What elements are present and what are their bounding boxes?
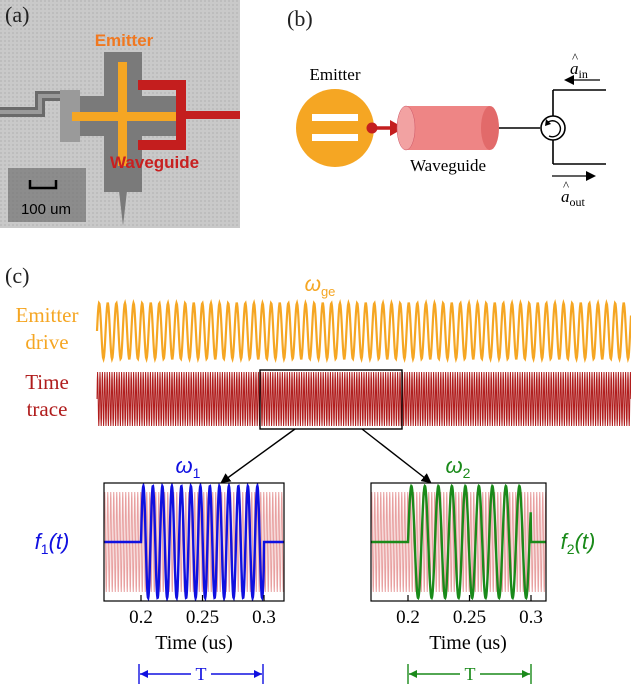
emitter-drive-waveform — [95, 298, 631, 364]
panel-b-label: (b) — [287, 6, 313, 31]
xtick-label: 0.25 — [186, 607, 219, 628]
zoom2-xticks: 0.2 0.25 0.3 — [396, 595, 543, 628]
panel-a-label: (a) — [5, 2, 29, 27]
xtick-label: 0.3 — [252, 607, 276, 628]
zoom1-xticks: 0.2 0.25 0.3 — [129, 595, 276, 628]
emitter-bar-bottom — [312, 134, 358, 141]
omega1-label: ω1 — [176, 453, 201, 481]
a-out-symbol: aout — [561, 187, 586, 209]
zoom-selection-box — [259, 369, 403, 430]
emitter-label-a: Emitter — [95, 31, 154, 50]
zoom-plot-1: 0.2 0.25 0.3 Time (us) — [103, 482, 285, 654]
period-marker-1: T — [138, 664, 264, 684]
panel-c-label: (c) — [5, 263, 29, 288]
time-trace-waveform — [96, 371, 631, 427]
zoom2-filter-f2 — [371, 483, 546, 601]
zoom2-background-trace — [371, 491, 546, 593]
time-trace-label-line1: Time — [25, 370, 69, 394]
emitter-drive-label-line2: drive — [25, 330, 68, 354]
zoom-arrow-left — [220, 428, 296, 484]
period-label-2: T — [465, 664, 476, 684]
scale-bar-box — [8, 168, 86, 222]
zoom-plot-2: 0.2 0.25 0.3 Time (us) — [370, 482, 547, 654]
time-trace-label-line2: trace — [27, 397, 68, 421]
zoom1-xlabel: Time (us) — [155, 632, 233, 654]
emitter-label-b: Emitter — [310, 65, 361, 84]
xtick-label: 0.3 — [519, 607, 543, 628]
emitter-circle — [296, 89, 374, 167]
waveguide-coupler — [138, 80, 186, 150]
f2-label: f2(t) — [561, 529, 596, 557]
xtick-label: 0.2 — [129, 607, 153, 628]
scale-bar-label: 100 um — [21, 201, 71, 218]
waveguide-label-b: Waveguide — [410, 156, 486, 175]
waveguide-cylinder — [406, 106, 490, 150]
zoom2-xlabel: Time (us) — [429, 632, 507, 654]
emitter-cross-horizontal — [72, 112, 176, 121]
panel-b: (b) Emitter Waveguide ain ^ aout ^ — [287, 6, 606, 209]
panel-a: 100 um Emitter Waveguide (a) — [0, 0, 240, 228]
scale-bar — [28, 180, 58, 190]
zoom2-frame — [370, 482, 547, 602]
xtick-label: 0.25 — [453, 607, 486, 628]
waveguide-label-a: Waveguide — [110, 153, 199, 172]
svg-text:^: ^ — [572, 50, 578, 65]
emitter-drive-label-line1: Emitter — [16, 303, 79, 327]
omega-ge-label: ωge — [305, 273, 336, 299]
zoom-arrow-right — [361, 428, 432, 484]
period-marker-2: T — [407, 664, 532, 684]
waveguide-line — [186, 111, 240, 119]
a-in-symbol: ain — [570, 59, 588, 81]
xtick-label: 0.2 — [396, 607, 420, 628]
period-label-1: T — [196, 664, 207, 684]
omega2-label: ω2 — [446, 453, 471, 481]
zoom1-frame — [103, 482, 285, 602]
panel-c: (c) ωge Emitter drive Time trace ω1 ω2 0… — [5, 263, 631, 684]
f1-label: f1(t) — [35, 529, 70, 557]
emitter-bar-top — [312, 114, 358, 121]
svg-text:^: ^ — [563, 178, 569, 193]
zoom1-filter-f1 — [104, 483, 284, 601]
